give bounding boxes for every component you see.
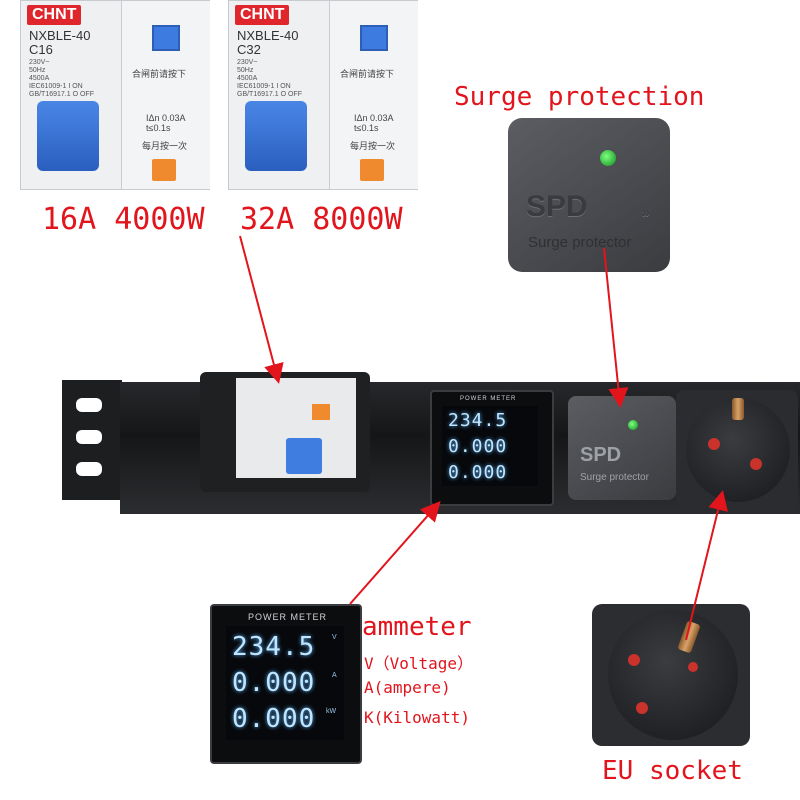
installed-breaker-lever [286,438,322,474]
socket-hole [708,438,720,450]
breaker-cn-top: 合闸前请按下 [132,69,187,79]
spd-indicator-led [600,150,616,166]
earth-contact [732,398,744,420]
mounting-slot [76,398,102,412]
socket-hole [628,654,640,666]
power-meter-small: POWER METER 234.5 0.000 0.000 [430,390,554,506]
breaker-16a-caption: 16A 4000W [42,202,205,237]
spd-logo: SPD [580,444,622,466]
arrow-breaker [239,235,284,384]
breaker-32a-caption: 32A 8000W [240,202,403,237]
installed-breaker-reset [312,404,330,420]
breaker-brand-logo: CHNT [235,5,290,25]
current-readout: 0.000 [232,668,316,698]
reset-button [360,159,384,181]
power-readout: 0.000 [232,704,316,734]
eu-socket-label: EU socket [602,756,743,786]
current-unit: A [332,672,337,679]
spd-logo: SPD [526,190,588,223]
power-meter-label: POWER METER [248,612,328,622]
breaker-compartment [200,372,370,492]
ammeter-line-voltage: V（Voltage） [364,654,474,673]
spd-module-closeup: SPD » Surge protector [508,118,670,272]
voltage-readout: 234.5 [448,410,508,431]
voltage-readout: 234.5 [232,632,316,662]
chevron-icon: » [642,204,650,220]
eu-socket-large [592,604,750,746]
mounting-bracket [62,380,122,500]
socket-hole [750,458,762,470]
ammeter-line-kilowatt: K(Kilowatt) [364,708,470,727]
pdu-body: POWER METER 234.5 0.000 0.000 SPD Surge … [120,372,800,514]
mounting-slot [76,462,102,476]
socket-recess [608,610,738,740]
mounting-slot [76,430,102,444]
meter-screen: 234.5 0.000 0.000 [442,406,538,486]
breaker-cn-bottom: 每月按一次 [142,141,188,151]
ammeter-line-ampere: A(ampere) [364,678,451,697]
socket-hole [688,662,698,672]
spd-indicator-led [628,420,638,430]
arrow-meter [349,500,441,605]
spd-module-small: SPD Surge protector [568,396,676,500]
breaker-brand-logo: CHNT [27,5,82,25]
breaker-cn-top: 合闸前请按下 [340,69,395,79]
meter-screen: 234.5 V 0.000 A 0.000 kW [226,626,344,740]
spd-subtitle: Surge protector [580,472,649,483]
breaker-cn-bottom: 每月按一次 [350,141,396,151]
test-button [360,25,388,51]
test-button [152,25,180,51]
installed-breaker [236,378,356,478]
surge-protection-heading: Surge protection [454,82,705,112]
eu-socket-small [676,390,798,510]
socket-recess [686,398,790,502]
voltage-unit: V [332,634,337,641]
power-meter-large: POWER METER 234.5 V 0.000 A 0.000 kW [210,604,362,764]
power-meter-label: POWER METER [460,396,517,402]
reset-button [152,159,176,181]
earth-contact [677,620,701,654]
ammeter-title: ammeter [362,612,472,642]
current-readout: 0.000 [448,436,508,457]
power-unit: kW [326,708,337,715]
power-readout: 0.000 [448,462,508,483]
breaker-lever [245,101,307,171]
breaker-lever [37,101,99,171]
socket-hole [636,702,648,714]
spd-subtitle: Surge protector [528,234,632,251]
